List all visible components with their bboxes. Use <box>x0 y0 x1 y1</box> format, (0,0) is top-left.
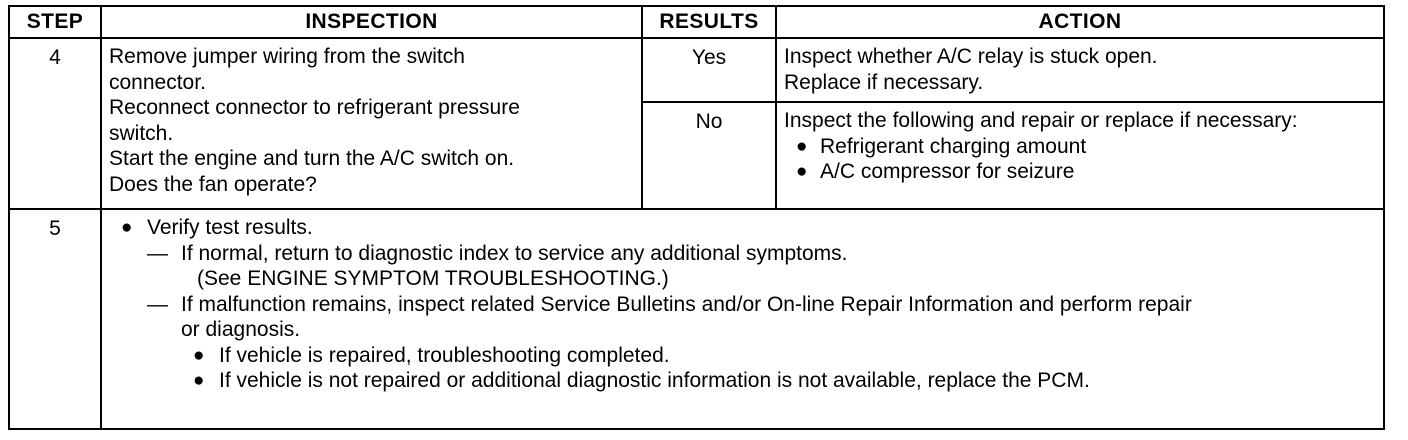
action-intro-line: Inspect the following and repair or repl… <box>784 109 1298 132</box>
action-line: Inspect whether A/C relay is stuck open. <box>784 45 1158 68</box>
bullet-icon: ● <box>796 161 808 182</box>
step-number: 5 <box>49 217 61 240</box>
column-header-action: ACTION <box>775 5 1385 39</box>
list-item: ● Refrigerant charging amount <box>784 134 1376 160</box>
inspection-line: Start the engine and turn the A/C switch… <box>109 147 515 170</box>
diagnostic-table: STEP INSPECTION RESULTS ACTION 4 Remove … <box>8 5 1385 430</box>
list-item-label: If vehicle is not repaired or additional… <box>219 369 1090 392</box>
column-header-results: RESULTS <box>641 5 777 39</box>
step4-number-cell: 4 <box>8 37 102 210</box>
action-text-block: Inspect the following and repair or repl… <box>777 103 1383 191</box>
em-dash-icon: — <box>147 241 168 265</box>
step4-result-yes-cell: Yes <box>641 37 777 103</box>
action-text-block: Inspect whether A/C relay is stuck open.… <box>777 39 1383 101</box>
inspection-line: Remove jumper wiring from the switch <box>109 45 465 68</box>
action-line: Replace if necessary. <box>784 70 984 94</box>
table-row: 4 Remove jumper wiring from the switch c… <box>8 37 1385 210</box>
step4-action-yes-cell: Inspect whether A/C relay is stuck open.… <box>775 37 1385 103</box>
list-item: — If normal, return to diagnostic index … <box>109 241 1376 292</box>
inspection-line: Does the fan operate? <box>109 172 317 196</box>
step-number: 4 <box>49 46 61 69</box>
bullet-icon: ● <box>796 135 808 157</box>
step4-inspection-cell: Remove jumper wiring from the switch con… <box>100 37 643 210</box>
table-body: 4 Remove jumper wiring from the switch c… <box>8 37 1385 430</box>
result-value-yes: Yes <box>691 46 727 69</box>
list-item: ● Verify test results. <box>109 215 1376 241</box>
list-item-continuation: or diagnosis. <box>181 318 301 341</box>
list-item-label: A/C compressor for seizure <box>820 160 1075 183</box>
list-item-label: Refrigerant charging amount <box>820 134 1087 158</box>
bullet-icon: ● <box>193 344 205 366</box>
step4-result-no-cell: No <box>641 101 777 210</box>
inspection-line: connector. <box>109 70 206 94</box>
list-item-label: Verify test results. <box>147 216 313 239</box>
header-row: STEP INSPECTION RESULTS ACTION <box>8 5 1385 39</box>
inspection-text-block: Remove jumper wiring from the switch con… <box>102 39 641 203</box>
table-header: STEP INSPECTION RESULTS ACTION <box>8 5 1385 39</box>
column-header-step: STEP <box>8 5 102 39</box>
em-dash-icon: — <box>147 292 168 316</box>
inspection-line: switch. <box>109 121 174 145</box>
list-item: — If malfunction remains, inspect relate… <box>109 292 1376 343</box>
step5-text-block: ● Verify test results. — If normal, retu… <box>102 210 1383 400</box>
list-item-label: If normal, return to diagnostic index to… <box>181 241 848 265</box>
table-row: No Inspect the following and repair or r… <box>9 101 1385 210</box>
bullet-icon: ● <box>193 370 205 391</box>
list-item: ● If vehicle is not repaired or addition… <box>109 368 1376 394</box>
list-item-label: If malfunction remains, inspect related … <box>181 292 1192 316</box>
inspection-line: Reconnect connector to refrigerant press… <box>109 96 520 119</box>
table-row: 5 ● Verify test results. — If normal, re… <box>8 208 1385 430</box>
action-bullet-list: ● Refrigerant charging amount ● A/C comp… <box>784 134 1376 185</box>
list-item: ● If vehicle is repaired, troubleshootin… <box>109 343 1376 369</box>
step5-number-cell: 5 <box>8 208 102 430</box>
step4-action-no-cell: Inspect the following and repair or repl… <box>775 101 1385 210</box>
bullet-icon: ● <box>121 217 133 238</box>
list-item: ● A/C compressor for seizure <box>784 159 1376 185</box>
step5-content-cell: ● Verify test results. — If normal, retu… <box>100 208 1385 430</box>
result-value-no: No <box>695 110 723 133</box>
list-item-label: If vehicle is repaired, troubleshooting … <box>219 343 670 367</box>
column-header-inspection: INSPECTION <box>100 5 643 39</box>
list-item-continuation: (See ENGINE SYMPTOM TROUBLESHOOTING.) <box>197 267 669 290</box>
